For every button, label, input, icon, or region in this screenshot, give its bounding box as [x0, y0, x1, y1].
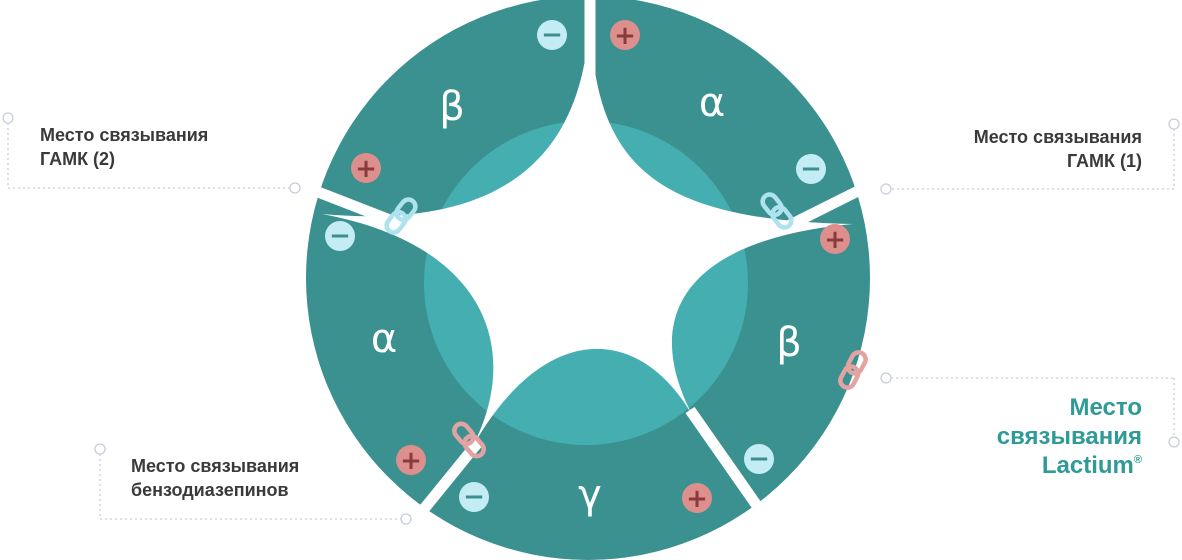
label-benzodiazepine-binding-site: Место связывания бензодиазепинов [131, 454, 299, 503]
endpoint-gaba-1-inner [880, 183, 892, 195]
minus-icon: − [463, 482, 485, 512]
label-lactium-binding-site: Место связывания Lactium® [997, 394, 1142, 480]
minus-badge: − [537, 20, 567, 50]
endpoint-gaba-2-inner [289, 182, 301, 194]
receptor-ring [306, 0, 870, 560]
minus-badge: − [459, 482, 489, 512]
minus-badge: − [325, 221, 355, 251]
plus-badge: + [351, 153, 381, 184]
endpoint-gaba-1-outer [1168, 118, 1180, 130]
label-line: Место связывания [973, 127, 1142, 147]
plus-icon: + [355, 154, 377, 184]
plus-badge: + [682, 483, 712, 514]
label-gaba-binding-site-1: Место связывания ГАМК (1) [974, 125, 1142, 174]
label-line-brand: Lactium® [997, 452, 1142, 481]
label-line: ГАМК (2) [40, 149, 116, 170]
minus-icon: − [800, 154, 822, 184]
trademark-symbol: ® [1133, 453, 1142, 466]
endpoint-lactium-inner [880, 372, 892, 384]
plus-badges: + + + + + [351, 20, 850, 514]
chain-link-icon [838, 350, 868, 390]
chain-link-icon [760, 192, 794, 230]
leader-benzo [99, 449, 404, 520]
endpoint-benzo-inner [400, 513, 412, 525]
plus-badge: + [610, 20, 640, 51]
subunit-beta-right: β [776, 320, 802, 366]
leader-gaba-2 [7, 118, 293, 189]
plus-badge: + [820, 224, 850, 255]
minus-badge: − [796, 154, 826, 184]
leader-endpoints [2, 112, 1180, 525]
subunit-alpha-top-right: α [699, 80, 725, 126]
subunit-beta-top-left: β [439, 84, 465, 130]
brand-name: Lactium [1041, 451, 1134, 479]
plus-icon: + [686, 484, 708, 514]
plus-icon: + [614, 21, 636, 51]
leader-lines [7, 118, 1175, 520]
minus-icon: − [541, 20, 563, 50]
plus-icon: + [400, 446, 422, 476]
plus-icon: + [824, 225, 846, 255]
minus-badge: − [744, 444, 774, 474]
endpoint-lactium-outer [1168, 436, 1180, 448]
label-line: связывания [996, 422, 1142, 450]
chain-link-icon [452, 421, 486, 459]
chain-link-icon [384, 197, 418, 235]
plus-badge: + [396, 445, 426, 476]
label-line: ГАМК (1) [1066, 151, 1142, 172]
label-line: бензодиазепинов [131, 480, 289, 501]
minus-icon: − [748, 444, 770, 474]
endpoint-benzo-outer [94, 443, 106, 455]
subunit-letters: β α β γ α [371, 80, 802, 518]
label-line: Место [1069, 394, 1142, 421]
label-gaba-binding-site-2: Место связывания ГАМК (2) [40, 123, 208, 172]
subunit-alpha-left: α [371, 316, 397, 362]
endpoint-gaba-2-outer [2, 112, 14, 124]
label-line: Место связывания [40, 125, 209, 145]
label-line: Место связывания [131, 456, 300, 476]
minus-badges: − − − − − [325, 20, 826, 512]
leader-gaba-1 [886, 124, 1175, 190]
minus-icon: − [329, 221, 351, 251]
subunit-gamma-bottom: γ [578, 472, 602, 518]
inner-ring [424, 121, 748, 445]
